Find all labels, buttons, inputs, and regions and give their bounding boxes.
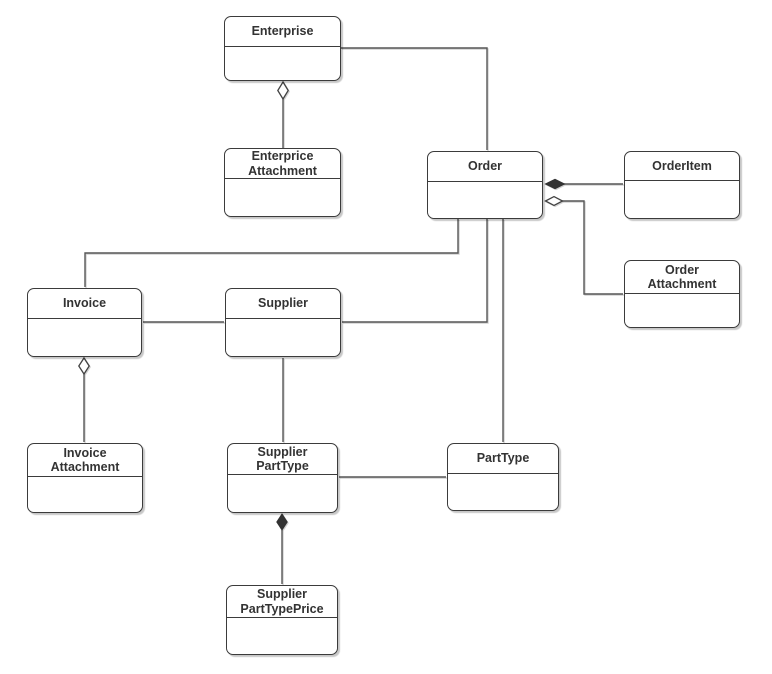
class-enterprise-attributes [225,47,340,80]
class-order-attachment[interactable]: Order Attachment [624,260,740,328]
relationship-enterprise-enterprice-attachment[interactable] [277,80,289,148]
composition-diamond [544,178,566,190]
class-supplier-part-type-name: Supplier PartType [228,444,337,475]
relationship-invoice-invoice-attachment[interactable] [78,356,90,442]
class-part-type[interactable]: PartType [447,443,559,511]
class-enterprice-attachment-name: Enterprice Attachment [225,149,340,179]
class-supplier-part-type-price-name: Supplier PartTypePrice [227,586,337,618]
class-enterprice-attachment-attributes [225,179,340,216]
class-supplier-part-type[interactable]: Supplier PartType [227,443,338,513]
class-enterprise-name: Enterprise [225,17,340,47]
relationship-order-supplier[interactable] [342,219,488,323]
class-order-attributes [428,182,542,218]
class-supplier-part-type-price-attributes [227,618,337,654]
relationship-enterprise-order[interactable] [341,47,488,150]
class-supplier-part-type-price[interactable]: Supplier PartTypePrice [226,585,338,655]
relationship-order-invoice[interactable] [84,219,459,287]
aggregation-diamond [78,356,90,376]
class-invoice[interactable]: Invoice [27,288,142,357]
class-order-name: Order [428,152,542,182]
class-part-type-name: PartType [448,444,558,474]
relationship-supplier-part-type-price[interactable] [276,513,288,584]
class-invoice-attachment[interactable]: Invoice Attachment [27,443,143,513]
class-enterprise[interactable]: Enterprise [224,16,341,81]
class-enterprice-attachment[interactable]: Enterprice Attachment [224,148,341,217]
class-order-item-attributes [625,181,739,218]
class-part-type-attributes [448,474,558,510]
class-order-item[interactable]: OrderItem [624,151,740,219]
class-order-attachment-name: Order Attachment [625,261,739,294]
class-supplier-attributes [226,319,340,356]
class-order-item-name: OrderItem [625,152,739,181]
class-invoice-attachment-attributes [28,477,142,512]
aggregation-diamond [277,80,289,101]
aggregation-diamond [544,195,564,207]
relationship-order-order-item[interactable] [544,178,624,190]
class-order-attachment-attributes [625,294,739,327]
class-invoice-name: Invoice [28,289,141,319]
class-invoice-attachment-name: Invoice Attachment [28,444,142,477]
relationship-order-order-attachment[interactable] [544,195,624,295]
class-order[interactable]: Order [427,151,543,219]
class-supplier[interactable]: Supplier [225,288,341,357]
composition-diamond [276,513,288,531]
class-invoice-attributes [28,319,141,356]
class-supplier-part-type-attributes [228,475,337,512]
class-supplier-name: Supplier [226,289,340,319]
